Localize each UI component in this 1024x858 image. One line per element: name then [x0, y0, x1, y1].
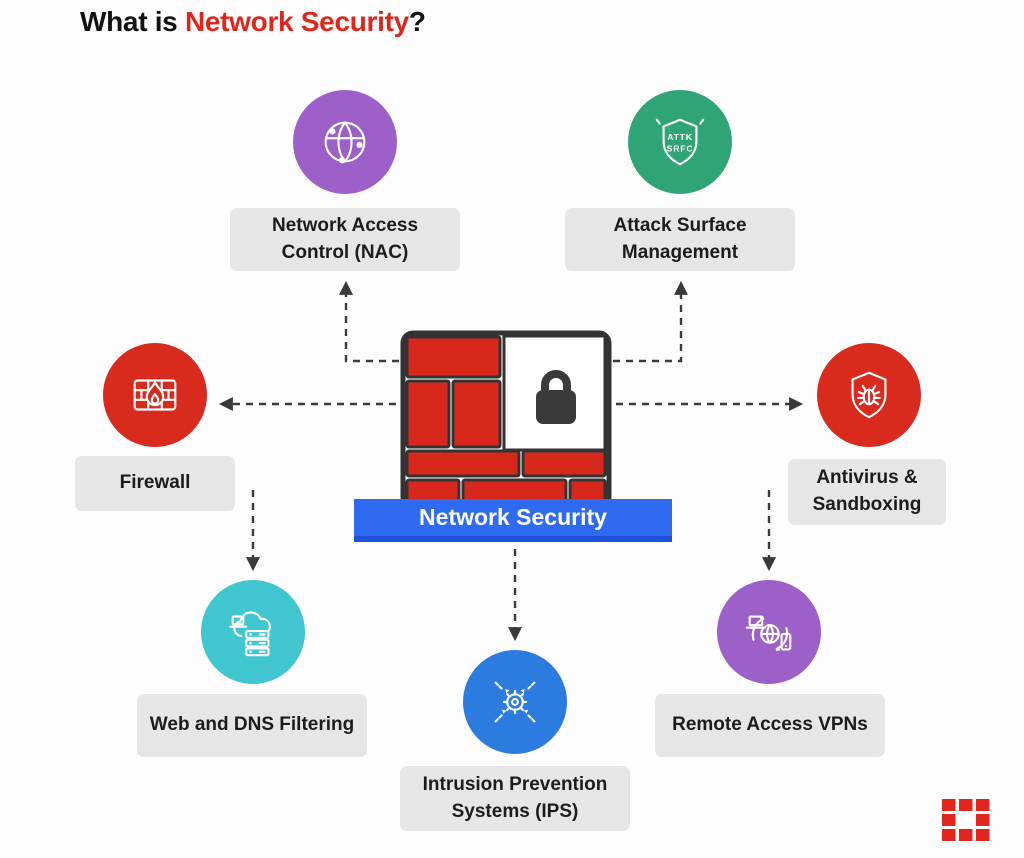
label-ips-text: Intrusion Prevention Systems (IPS): [422, 773, 608, 822]
node-circle-ips: [463, 650, 567, 754]
shield-text-line2: SRFC: [667, 144, 694, 154]
label-nac: Network Access Control (NAC): [230, 208, 460, 271]
label-webdns-text: Web and DNS Filtering: [149, 714, 355, 736]
padlock-icon: [536, 370, 576, 424]
title-highlight: Network Security: [184, 6, 409, 37]
label-antivirus: Antivirus & Sandboxing: [788, 459, 946, 525]
banner-label: Network Security: [419, 504, 607, 530]
label-attack-surface: Attack Surface Management: [565, 208, 795, 271]
fortinet-logo: [942, 799, 990, 846]
title-suffix: ?: [408, 6, 426, 37]
label-firewall: Firewall: [75, 456, 235, 511]
network-globe-icon: [324, 121, 366, 164]
node-circle-nac: [293, 90, 397, 194]
node-circle-attack-surface: ATTK SRFC: [628, 90, 732, 194]
cloud-server-icon: [229, 611, 271, 657]
label-vpn: Remote Access VPNs: [655, 694, 885, 757]
page-title: What is Network Security?: [80, 6, 426, 38]
attack-surface-shield-icon: ATTK SRFC: [655, 118, 705, 166]
label-webdns: Web and DNS Filtering: [137, 694, 367, 757]
connector-attack-surface: [613, 280, 689, 363]
network-security-banner: Network Security: [354, 499, 672, 542]
label-attack-surface-text: Attack Surface Management: [613, 214, 747, 263]
node-circle-antivirus: [817, 343, 921, 447]
shield-text-line1: ATTK: [667, 132, 693, 142]
gear-converging-arrows-icon: [494, 681, 536, 723]
vpn-devices-globe-icon: [745, 615, 792, 652]
firewall-wall-illustration: [400, 330, 612, 510]
connector-nac: [338, 280, 399, 363]
title-prefix: What is: [80, 6, 185, 37]
label-nac-text: Network Access Control (NAC): [271, 214, 419, 263]
label-vpn-text: Remote Access VPNs: [672, 714, 868, 736]
shield-bug-icon: [851, 371, 887, 419]
label-firewall-text: Firewall: [119, 472, 191, 494]
label-antivirus-text: Antivirus & Sandboxing: [812, 467, 922, 515]
node-circle-vpn: [717, 580, 821, 684]
firewall-flame-icon: [133, 379, 177, 411]
label-ips: Intrusion Prevention Systems (IPS): [400, 766, 630, 831]
node-circle-firewall: [103, 343, 207, 447]
node-circle-webdns: [201, 580, 305, 684]
